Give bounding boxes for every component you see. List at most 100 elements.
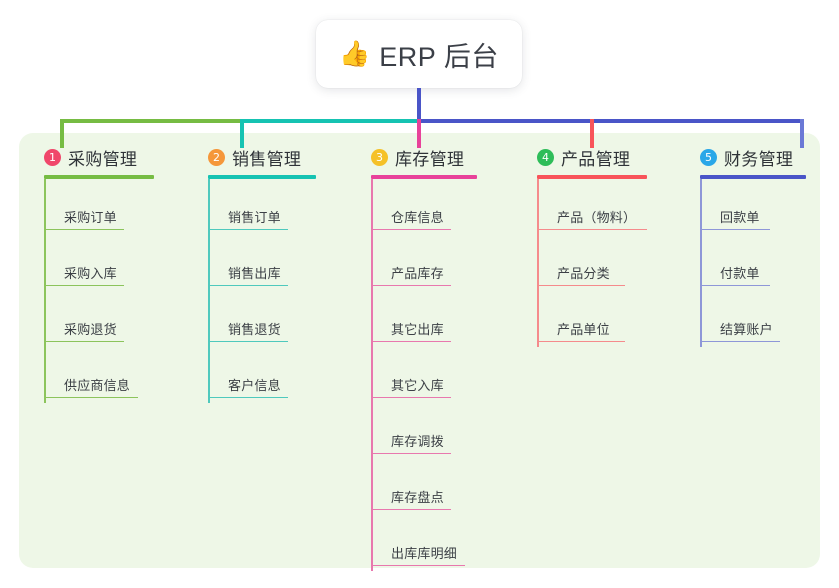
branch-leaf-list: 仓库信息 产品库存 其它出库 其它入库 库存调拨 库存盘点: [371, 179, 477, 571]
branch-column-inventory: 3 库存管理 仓库信息 产品库存 其它出库 其它入库 库存调拨: [371, 145, 477, 571]
leaf-item[interactable]: 销售退货: [208, 291, 316, 347]
branch-title: 库存管理: [395, 149, 465, 169]
branch-spine: [371, 179, 373, 571]
leaf-label: 其它出库: [391, 322, 444, 337]
leaf-label: 回款单: [720, 210, 760, 225]
branch-column-product: 4 产品管理 产品（物料） 产品分类 产品单位: [537, 145, 647, 347]
branch-spine: [700, 179, 702, 347]
leaf-item[interactable]: 其它入库: [371, 347, 477, 403]
leaf-underline: [539, 229, 647, 230]
leaf-underline: [373, 229, 451, 230]
leaf-item[interactable]: 销售出库: [208, 235, 316, 291]
leaf-underline: [702, 285, 770, 286]
leaf-label: 采购入库: [64, 266, 117, 281]
branch-leaf-list: 销售订单 销售出库 销售退货 客户信息: [208, 179, 316, 403]
branch-spine: [44, 179, 46, 403]
branch-spine: [537, 179, 539, 347]
branch-header[interactable]: 2 销售管理: [208, 145, 316, 169]
leaf-underline: [373, 453, 451, 454]
branch-column-purchasing: 1 采购管理 采购订单 采购入库 采购退货 供应商信息: [44, 145, 154, 403]
leaf-item[interactable]: 产品库存: [371, 235, 477, 291]
branch-title: 采购管理: [68, 149, 138, 169]
leaf-underline: [46, 341, 124, 342]
leaf-underline: [210, 229, 288, 230]
leaf-item[interactable]: 付款单: [700, 235, 806, 291]
branch-underline: [700, 175, 806, 179]
leaf-underline: [46, 397, 138, 398]
leaf-label: 采购订单: [64, 210, 117, 225]
branch-number-badge: 3: [371, 148, 388, 166]
leaf-underline: [702, 229, 770, 230]
leaf-underline: [373, 565, 465, 566]
leaf-underline: [539, 341, 625, 342]
leaf-underline: [373, 341, 451, 342]
leaf-item[interactable]: 回款单: [700, 179, 806, 235]
leaf-underline: [702, 341, 780, 342]
branch-underline: [208, 175, 316, 179]
leaf-item[interactable]: 产品（物料）: [537, 179, 647, 235]
branch-column-sales: 2 销售管理 销售订单 销售出库 销售退货 客户信息: [208, 145, 316, 403]
leaf-label: 结算账户: [720, 322, 773, 337]
leaf-label: 库存盘点: [391, 490, 444, 505]
branch-leaf-list: 产品（物料） 产品分类 产品单位: [537, 179, 647, 347]
leaf-underline: [210, 397, 288, 398]
branch-number-badge: 4: [537, 148, 554, 166]
branch-header[interactable]: 5 财务管理: [700, 145, 806, 169]
leaf-item[interactable]: 仓库信息: [371, 179, 477, 235]
branch-title: 销售管理: [232, 149, 302, 169]
branches-panel: [19, 133, 820, 568]
leaf-label: 产品单位: [557, 322, 610, 337]
leaf-underline: [373, 509, 451, 510]
leaf-item[interactable]: 销售订单: [208, 179, 316, 235]
leaf-item[interactable]: 采购订单: [44, 179, 154, 235]
branch-number-badge: 5: [700, 148, 717, 166]
leaf-label: 销售出库: [228, 266, 281, 281]
leaf-label: 销售退货: [228, 322, 281, 337]
branch-underline: [537, 175, 647, 179]
root-node-label: ERP 后台: [379, 41, 499, 72]
leaf-label: 销售订单: [228, 210, 281, 225]
branch-underline: [371, 175, 477, 179]
branch-leaf-list: 回款单 付款单 结算账户: [700, 179, 806, 347]
leaf-item[interactable]: 库存调拨: [371, 403, 477, 459]
leaf-item[interactable]: 供应商信息: [44, 347, 154, 403]
branch-leaf-list: 采购订单 采购入库 采购退货 供应商信息: [44, 179, 154, 403]
leaf-label: 产品分类: [557, 266, 610, 281]
leaf-underline: [210, 285, 288, 286]
leaf-item[interactable]: 客户信息: [208, 347, 316, 403]
leaf-underline: [539, 285, 625, 286]
leaf-item[interactable]: 出库库明细: [371, 515, 477, 571]
branch-title: 财务管理: [724, 149, 794, 169]
leaf-item[interactable]: 其它出库: [371, 291, 477, 347]
thumbs-up-icon: 👍: [339, 39, 371, 68]
leaf-underline: [46, 285, 124, 286]
leaf-label: 产品库存: [391, 266, 444, 281]
root-node[interactable]: 👍 ERP 后台: [316, 20, 522, 88]
branch-header[interactable]: 1 采购管理: [44, 145, 154, 169]
leaf-label: 采购退货: [64, 322, 117, 337]
leaf-label: 产品（物料）: [557, 210, 637, 225]
branch-header[interactable]: 4 产品管理: [537, 145, 647, 169]
leaf-item[interactable]: 采购退货: [44, 291, 154, 347]
leaf-label: 其它入库: [391, 378, 444, 393]
leaf-item[interactable]: 采购入库: [44, 235, 154, 291]
leaf-underline: [46, 229, 124, 230]
branch-underline: [44, 175, 154, 179]
leaf-item[interactable]: 结算账户: [700, 291, 806, 347]
leaf-item[interactable]: 产品单位: [537, 291, 647, 347]
branch-column-finance: 5 财务管理 回款单 付款单 结算账户: [700, 145, 806, 347]
branch-spine: [208, 179, 210, 403]
leaf-item[interactable]: 产品分类: [537, 235, 647, 291]
leaf-label: 供应商信息: [64, 378, 131, 393]
branch-number-badge: 1: [44, 148, 61, 166]
leaf-item[interactable]: 库存盘点: [371, 459, 477, 515]
leaf-label: 出库库明细: [391, 546, 458, 561]
branch-header[interactable]: 3 库存管理: [371, 145, 477, 169]
leaf-label: 付款单: [720, 266, 760, 281]
leaf-label: 库存调拨: [391, 434, 444, 449]
branch-title: 产品管理: [561, 149, 631, 169]
leaf-label: 仓库信息: [391, 210, 444, 225]
leaf-underline: [210, 341, 288, 342]
leaf-underline: [373, 285, 451, 286]
